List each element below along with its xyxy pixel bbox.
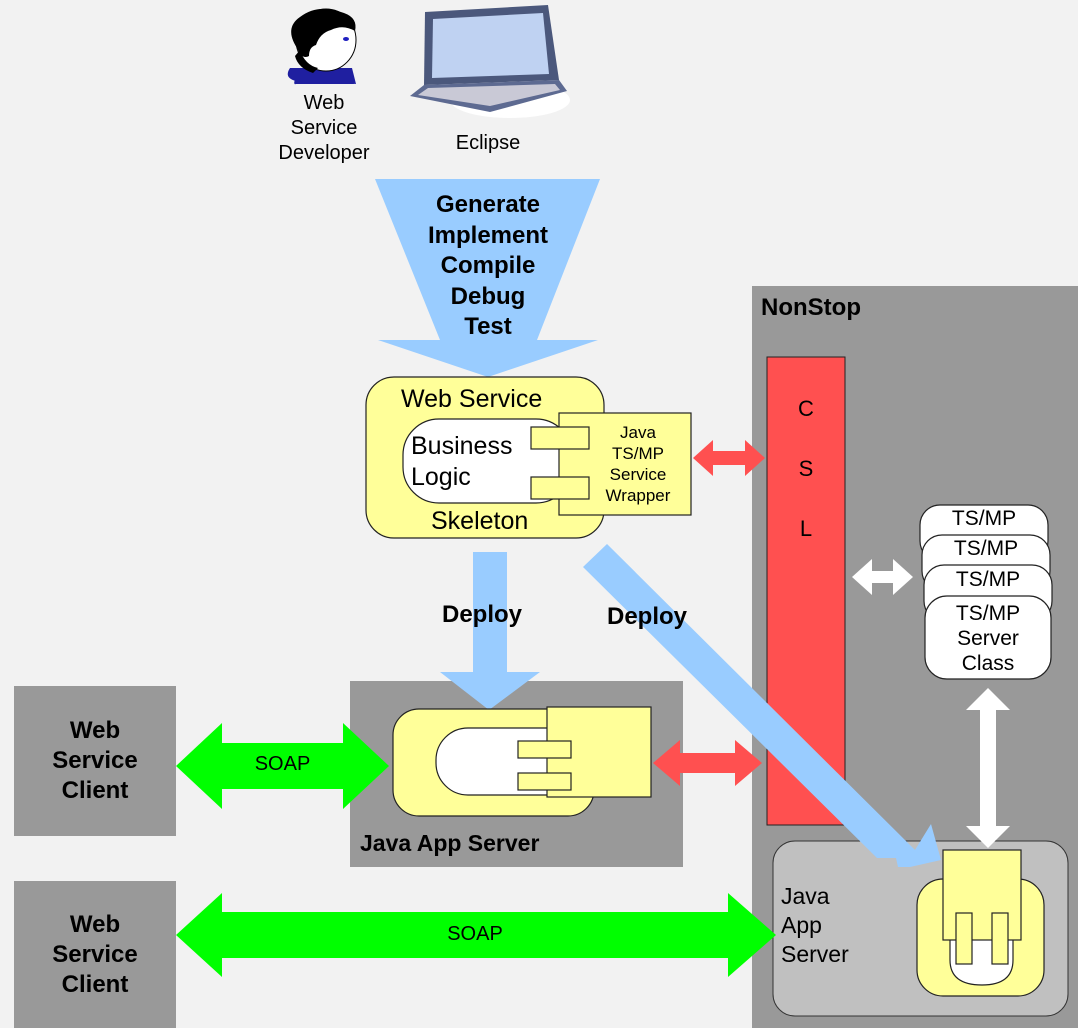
tsmp-server-class-stack (919, 504, 1053, 680)
step-debug: Debug (450, 282, 526, 310)
deploy-label-left: Deploy (442, 601, 523, 628)
csl-letter-l: L (799, 516, 813, 541)
business-logic-line2: Logic (411, 463, 471, 491)
wrapper-to-csl-arrow (693, 440, 765, 476)
wrapper-line3: Service (609, 465, 667, 484)
skeleton-label: Skeleton (431, 507, 529, 535)
server-to-csl-arrow (653, 740, 762, 786)
tsmp-to-java-server-arrow (966, 688, 1010, 848)
step-generate: Generate (435, 191, 541, 218)
nonstop-jas-line1: Java (781, 883, 830, 909)
step-test: Test (464, 313, 512, 340)
client-label-1: Web Service Client (14, 716, 176, 806)
developer-label-line2: Service (290, 117, 358, 139)
wrapper-line2: TS/MP (612, 444, 664, 463)
developer-person-icon (287, 8, 357, 85)
csl-to-tsmp-arrow (852, 559, 913, 595)
nonstop-jas-line2: App (781, 912, 822, 938)
csl-letter-s: S (798, 456, 814, 481)
step-compile: Compile (440, 252, 536, 279)
tsmp-label-2: TS/MP (953, 537, 1019, 560)
client-label-2: Web Service Client (14, 910, 176, 1000)
nonstop-java-app-server-label: Java App Server (781, 882, 849, 969)
nonstop-title: NonStop (761, 294, 861, 321)
tsmp-front-line3: Class (961, 652, 1015, 675)
service-wrapper-label: Java TS/MP Service Wrapper (590, 422, 686, 506)
soap-label-1: SOAP (254, 753, 311, 775)
deploy-arrow-right (583, 544, 941, 867)
step-implement: Implement (427, 221, 549, 249)
tsmp-front-line2: Server (957, 627, 1019, 650)
deploy-arrow-left (440, 552, 540, 710)
tsmp-server-class-label: TS/MP Server Class (925, 601, 1051, 676)
funnel-steps: Generate Implement Compile Debug Test (388, 190, 588, 343)
wrapper-line1: Java (620, 423, 656, 442)
wrapper-line4: Wrapper (605, 486, 671, 505)
eclipse-label: Eclipse (455, 132, 521, 154)
nonstop-jas-line3: Server (781, 941, 849, 967)
client2-line3: Client (61, 971, 129, 998)
java-app-server-label: Java App Server (360, 830, 540, 856)
developer-label-line3: Developer (278, 142, 370, 164)
tsmp-label-3: TS/MP (955, 568, 1021, 591)
tsmp-front-line1: TS/MP (955, 602, 1021, 625)
client2-line1: Web (69, 911, 121, 938)
client2-line2: Service (52, 941, 138, 968)
soap-arrow-2 (176, 893, 776, 977)
developer-label: Web Service Developer (262, 91, 386, 166)
business-logic-line1: Business (411, 432, 513, 460)
deployed-service-component (392, 706, 652, 817)
soap-arrow-1 (176, 723, 389, 809)
client1-line2: Service (52, 747, 138, 774)
development-funnel-arrow (375, 179, 600, 377)
web-service-component (365, 376, 692, 539)
web-service-title: Web Service (401, 385, 543, 413)
client1-line1: Web (69, 717, 121, 744)
tsmp-label-1: TS/MP (951, 507, 1017, 530)
web-service-client-box-1 (14, 686, 176, 836)
client1-line3: Client (61, 777, 129, 804)
nonstop-deployed-component (916, 849, 1045, 997)
soap-label-2: SOAP (447, 923, 503, 945)
business-logic-label: Business Logic (411, 431, 512, 493)
deploy-label-right: Deploy (607, 603, 688, 630)
web-service-client-box-2 (14, 881, 176, 1028)
laptop-icon (410, 5, 570, 118)
developer-label-line1: Web (303, 92, 345, 114)
csl-letter-c: C (798, 396, 814, 421)
